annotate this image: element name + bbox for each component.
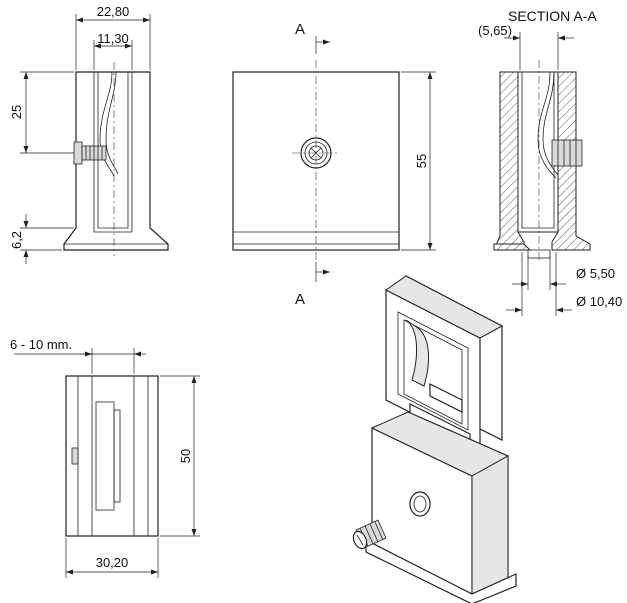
dim-bottom-height: 50: [178, 449, 193, 463]
dim-bottom-glass-range: 6 - 10 mm.: [10, 337, 72, 352]
dim-section-hole-small: Ø 5,50: [576, 266, 615, 281]
bottom-view: 6 - 10 mm. 50 30,20: [10, 337, 200, 578]
dim-side-width: 22,80: [97, 4, 130, 19]
section-title: SECTION A-A: [508, 8, 597, 24]
dim-bottom-width: 30,20: [96, 555, 129, 570]
dim-side-height-upper: 25: [9, 105, 24, 119]
side-view: 22,80 11,30 25 6,2: [9, 4, 169, 264]
section-label-bottom: A: [295, 291, 305, 308]
section-view: SECTION A-A (5,65) Ø 5,50: [478, 8, 622, 316]
dim-section-wall: (5,65): [478, 23, 512, 38]
dim-section-hole-large: Ø 10,40: [576, 294, 622, 309]
front-view: A A 55: [232, 21, 436, 308]
dim-side-inner-width: 11,30: [97, 31, 129, 46]
section-label-top: A: [295, 21, 305, 38]
exploded-isometric-view: [352, 275, 517, 603]
dim-front-height: 55: [414, 154, 429, 168]
dim-side-base-height: 6,2: [9, 231, 24, 249]
